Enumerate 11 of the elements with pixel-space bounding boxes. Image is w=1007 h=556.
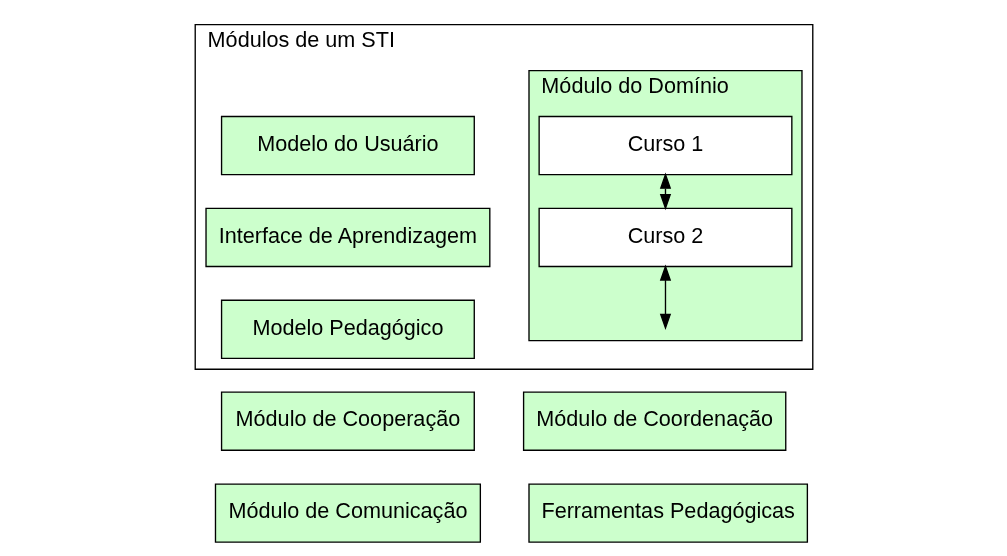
node-box: Curso 1	[537, 115, 792, 176]
node-box: Módulo de Coordenação	[522, 391, 786, 451]
node-box: Modelo do Usuário	[220, 115, 475, 176]
node-box: Interface de Aprendizagem	[204, 207, 490, 268]
node-box: Módulo de Cooperação	[220, 391, 475, 451]
node-box: Modelo Pedagógico	[220, 299, 475, 360]
node-box: Módulo de Comunicação	[214, 483, 481, 543]
arrow	[659, 172, 671, 211]
node-box: Ferramentas Pedagógicas	[527, 483, 808, 543]
arrow	[659, 264, 671, 330]
node-box: Curso 2	[537, 207, 792, 268]
